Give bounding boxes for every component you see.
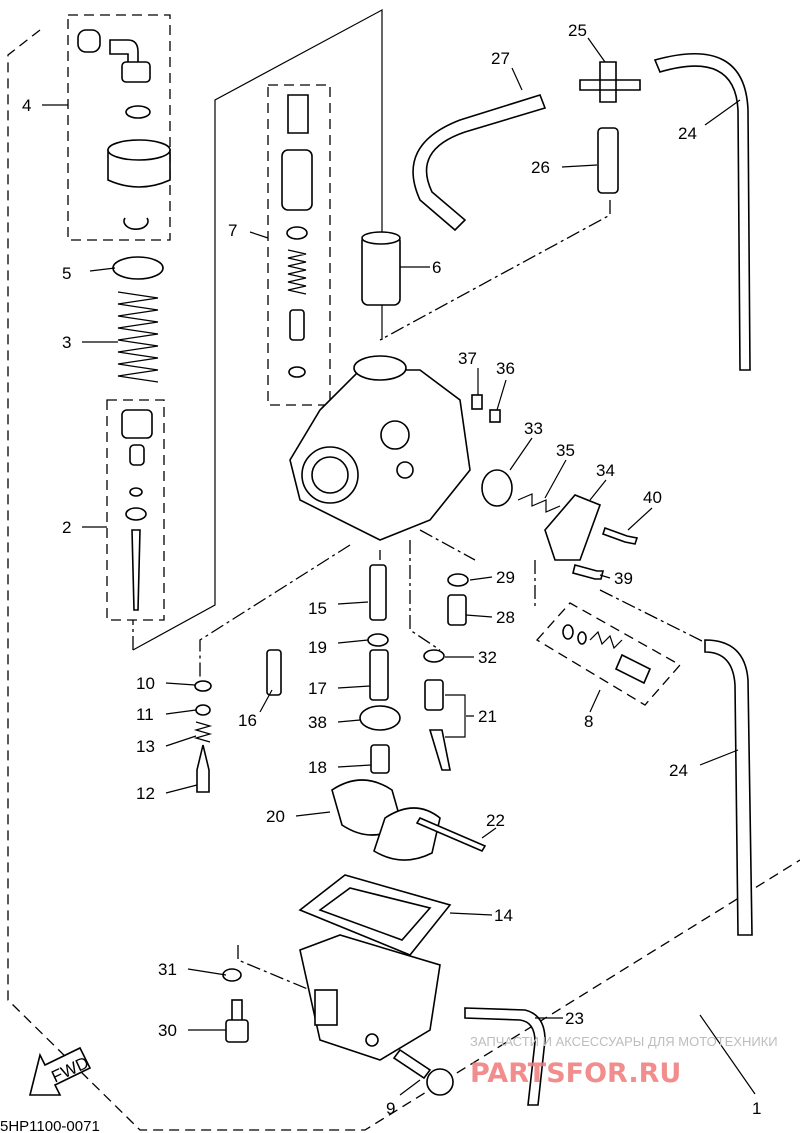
part-38-washer	[359, 705, 401, 731]
callout-11: 11	[136, 705, 154, 724]
callout-36: 36	[496, 359, 515, 378]
part-35-spring	[517, 493, 561, 513]
part-39-screw	[572, 564, 605, 580]
leader-lines	[42, 37, 756, 1096]
part-3-spring	[117, 291, 159, 383]
part-12-pilot-screw	[196, 744, 210, 793]
callout-39: 39	[614, 569, 633, 588]
callout-37: 37	[458, 349, 477, 368]
callout-18: 18	[308, 758, 327, 777]
float-chamber	[299, 934, 441, 1061]
part-6-cap	[361, 231, 401, 306]
callout-6: 6	[432, 258, 441, 277]
part-24-hose-upper	[653, 52, 751, 371]
part-30-screw	[225, 999, 249, 1043]
part-17-jet-holder	[369, 649, 389, 701]
part-2-throttle-valve	[121, 409, 153, 611]
jet-line	[132, 544, 351, 680]
pipe-line	[379, 200, 611, 341]
part-7-starter-plunger	[281, 94, 313, 378]
diagram-code: 5HP1100-0071	[0, 1118, 100, 1133]
callout-10: 10	[136, 674, 155, 693]
part-29-clip	[447, 573, 469, 587]
callout-24-lower: 24	[669, 761, 688, 780]
callout-26: 26	[531, 158, 550, 177]
callout-9: 9	[386, 1099, 395, 1118]
callout-22: 22	[486, 811, 505, 830]
part-24-hose-lower	[704, 639, 753, 936]
part-18-main-jet	[370, 744, 390, 774]
group-8-box	[535, 602, 682, 706]
callout-31: 31	[158, 960, 177, 979]
callout-23: 23	[565, 1009, 584, 1028]
callout-13: 13	[136, 737, 155, 756]
part-36-screw	[489, 409, 501, 423]
callouts: 1 2 3 4 5 6 7 8 9 10 11 12 13 14 15 16 1…	[22, 21, 761, 1118]
callout-16: 16	[238, 711, 257, 730]
callout-34: 34	[596, 461, 615, 480]
callout-38: 38	[308, 713, 327, 732]
callout-28: 28	[496, 608, 515, 627]
drain-line	[237, 945, 311, 991]
group-2-box	[106, 399, 165, 621]
part-9-screw	[392, 1048, 454, 1096]
callout-35: 35	[556, 441, 575, 460]
part-5-washer	[112, 256, 164, 280]
callout-27: 27	[491, 49, 510, 68]
part-15-needle-jet	[369, 564, 387, 621]
watermark-logo: PARTSFOR.RU	[470, 1058, 681, 1089]
callout-1: 1	[752, 1099, 761, 1118]
callout-14: 14	[494, 906, 513, 925]
callout-20: 20	[266, 807, 285, 826]
part-lines	[379, 529, 721, 651]
part-26-pipe	[597, 127, 619, 194]
part-21-needle-valve	[424, 679, 466, 771]
part-11-washer	[195, 704, 211, 716]
part-8-pilot-screw-set	[562, 624, 652, 685]
part-27-hose	[412, 94, 547, 232]
part-40-screw	[601, 526, 639, 545]
group-4-box	[67, 14, 171, 241]
callout-25: 25	[568, 21, 587, 40]
part-25-joint	[579, 61, 641, 103]
part-4-fitting	[77, 29, 171, 230]
callout-4: 4	[22, 96, 31, 115]
assembly-line	[132, 8, 383, 651]
callout-19: 19	[308, 638, 327, 657]
part-28-screw	[447, 594, 467, 626]
callout-33: 33	[524, 419, 543, 438]
callout-40: 40	[643, 488, 662, 507]
callout-3: 3	[62, 333, 71, 352]
part-23-drain-hose	[464, 1007, 546, 1106]
callout-12: 12	[136, 784, 155, 803]
part-34-cover	[544, 494, 602, 561]
part-32-oring	[423, 649, 445, 663]
part-19-oring	[367, 633, 389, 647]
callout-2: 2	[62, 518, 71, 537]
part-33-diaphragm	[481, 469, 513, 507]
watermark-tagline: ЗАПЧАСТИ И АКСЕССУАРЫ ДЛЯ МОТОТЕХНИКИ	[470, 1034, 778, 1049]
callout-5: 5	[62, 264, 71, 283]
callout-21: 21	[478, 707, 497, 726]
callout-8: 8	[584, 712, 593, 731]
watermark: ЗАПЧАСТИ И АКСЕССУАРЫ ДЛЯ МОТОТЕХНИКИ PA…	[470, 1034, 778, 1089]
callout-7: 7	[228, 221, 237, 240]
fwd-arrow-icon: FWD	[28, 1046, 92, 1096]
part-22-pin	[415, 816, 487, 853]
callout-24: 24	[678, 124, 697, 143]
callout-17: 17	[308, 679, 327, 698]
callout-15: 15	[308, 599, 327, 618]
callout-32: 32	[478, 648, 497, 667]
callout-29: 29	[496, 568, 515, 587]
part-10-oring	[194, 680, 212, 692]
part-13-spring	[193, 721, 213, 743]
callout-30: 30	[158, 1021, 177, 1040]
part-37-screw	[471, 394, 483, 410]
part-14-gasket	[298, 874, 452, 956]
part-16-pilot-jet	[266, 649, 282, 696]
carburetor-body	[289, 355, 471, 541]
